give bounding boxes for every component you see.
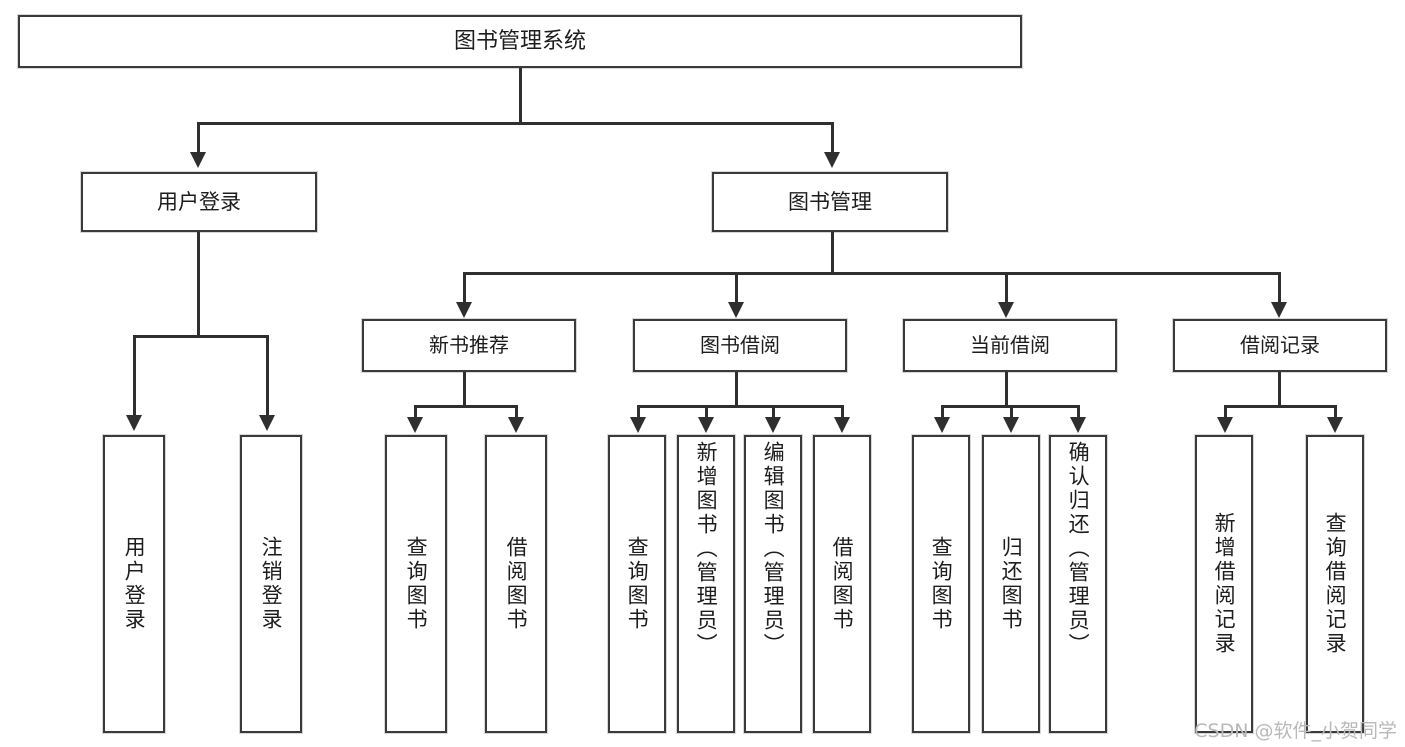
node-book-manage[interactable]: 图书管理 <box>712 172 948 232</box>
edge-drop-leaf-user-login <box>133 335 136 417</box>
node-label: 当前借阅 <box>970 333 1050 357</box>
leaf-logout-login[interactable]: 注销登录 <box>240 435 302 733</box>
edge-level2-bus <box>197 122 834 125</box>
node-label: 图书管理系统 <box>453 28 586 54</box>
edge-drop-query-book-1 <box>414 405 417 419</box>
edge-drop-query-book-2 <box>637 405 640 419</box>
node-label: 借阅记录 <box>1240 333 1320 357</box>
arrow-to-borrow-book-1 <box>508 417 524 433</box>
arrow-to-add-book <box>698 417 714 433</box>
leaf-edit-book[interactable]: 编辑图书（管理员） <box>744 435 802 733</box>
node-user-login[interactable]: 用户登录 <box>81 172 317 232</box>
edge-drop-borrow-record <box>1278 272 1281 304</box>
leaf-query-book-3[interactable]: 查询图书 <box>912 435 970 733</box>
edge-book-borrow-bus <box>637 405 844 408</box>
edge-drop-book-manage <box>831 122 834 154</box>
leaf-borrow-book-1[interactable]: 借阅图书 <box>485 435 547 733</box>
edge-drop-new-book-recommend <box>463 272 466 304</box>
edge-drop-user-login <box>197 122 200 154</box>
node-label: 新增图书（管理员） <box>694 441 719 657</box>
edge-drop-current-borrow <box>1005 272 1008 304</box>
arrow-to-query-book-3 <box>934 417 950 433</box>
arrow-to-book-manage <box>824 152 840 168</box>
arrow-to-current-borrow <box>998 302 1014 318</box>
node-current-borrow[interactable]: 当前借阅 <box>903 319 1117 372</box>
edge-drop-query-book-3 <box>941 405 944 419</box>
edge-root-stem <box>519 68 522 122</box>
arrow-to-confirm-return <box>1070 417 1086 433</box>
edge-borrow-record-bus <box>1224 405 1337 408</box>
csdn-watermark: CSDN @软件_小贺同学 <box>1194 720 1397 742</box>
node-label: 用户登录 <box>157 189 241 214</box>
node-book-borrow[interactable]: 图书借阅 <box>633 319 847 372</box>
arrow-to-user-login <box>190 152 206 168</box>
edge-new-book-recommend-bus <box>414 405 518 408</box>
node-label: 查询图书 <box>929 536 954 632</box>
edge-drop-add-record <box>1224 405 1227 419</box>
arrow-to-edit-book <box>765 417 781 433</box>
node-label: 编辑图书（管理员） <box>761 441 786 657</box>
arrow-to-leaf-logout-login <box>259 415 275 431</box>
node-label: 查询图书 <box>625 536 650 632</box>
edge-drop-edit-book <box>772 405 775 419</box>
arrow-to-query-book-2 <box>630 417 646 433</box>
edge-new-book-recommend-stem <box>463 372 466 407</box>
node-label: 用户登录 <box>122 536 147 632</box>
edge-book-borrow-stem <box>735 372 738 407</box>
edge-drop-confirm-return <box>1077 405 1080 419</box>
edge-drop-query-record <box>1334 405 1337 419</box>
edge-drop-borrow-book-1 <box>515 405 518 419</box>
node-label: 借阅图书 <box>504 536 529 632</box>
arrow-to-new-book-recommend <box>456 302 472 318</box>
arrow-to-leaf-user-login <box>126 415 142 431</box>
edge-drop-add-book <box>705 405 708 419</box>
node-borrow-record[interactable]: 借阅记录 <box>1173 319 1387 372</box>
node-label: 借阅图书 <box>830 536 855 632</box>
leaf-add-book[interactable]: 新增图书（管理员） <box>677 435 735 733</box>
edge-user-login-bus <box>133 335 269 338</box>
node-label: 归还图书 <box>999 536 1024 632</box>
arrow-to-query-record <box>1327 417 1343 433</box>
leaf-query-record[interactable]: 查询借阅记录 <box>1306 435 1364 733</box>
node-label: 图书管理 <box>788 189 872 214</box>
leaf-user-login[interactable]: 用户登录 <box>103 435 165 733</box>
arrow-to-book-borrow <box>728 302 744 318</box>
node-label: 查询图书 <box>404 536 429 632</box>
node-label: 注销登录 <box>259 536 284 632</box>
leaf-add-record[interactable]: 新增借阅记录 <box>1195 435 1253 733</box>
node-label: 确认归还（管理员） <box>1066 441 1091 657</box>
edge-current-borrow-stem <box>1005 372 1008 407</box>
leaf-return-book[interactable]: 归还图书 <box>982 435 1040 733</box>
edge-drop-return-book <box>1010 405 1013 419</box>
edge-user-login-stem <box>197 232 200 335</box>
edge-level3-bus <box>463 272 1281 275</box>
arrow-to-return-book <box>1003 417 1019 433</box>
leaf-borrow-book-2[interactable]: 借阅图书 <box>813 435 871 733</box>
arrow-to-query-book-1 <box>407 417 423 433</box>
leaf-query-book-1[interactable]: 查询图书 <box>385 435 447 733</box>
node-label: 查询借阅记录 <box>1323 512 1348 656</box>
node-label: 新增借阅记录 <box>1212 512 1237 656</box>
leaf-query-book-2[interactable]: 查询图书 <box>608 435 666 733</box>
node-label: 图书借阅 <box>700 333 780 357</box>
arrow-to-borrow-book-2 <box>834 417 850 433</box>
arrow-to-add-record <box>1217 417 1233 433</box>
leaf-confirm-return[interactable]: 确认归还（管理员） <box>1049 435 1107 733</box>
node-new-book-recommend[interactable]: 新书推荐 <box>362 319 576 372</box>
node-root-system[interactable]: 图书管理系统 <box>18 15 1022 68</box>
edge-drop-book-borrow <box>735 272 738 304</box>
edge-drop-leaf-logout-login <box>266 335 269 417</box>
edge-drop-borrow-book-2 <box>841 405 844 419</box>
arrow-to-borrow-record <box>1271 302 1287 318</box>
edge-borrow-record-stem <box>1278 372 1281 407</box>
node-label: 新书推荐 <box>429 333 509 357</box>
edge-book-manage-stem <box>831 232 834 274</box>
